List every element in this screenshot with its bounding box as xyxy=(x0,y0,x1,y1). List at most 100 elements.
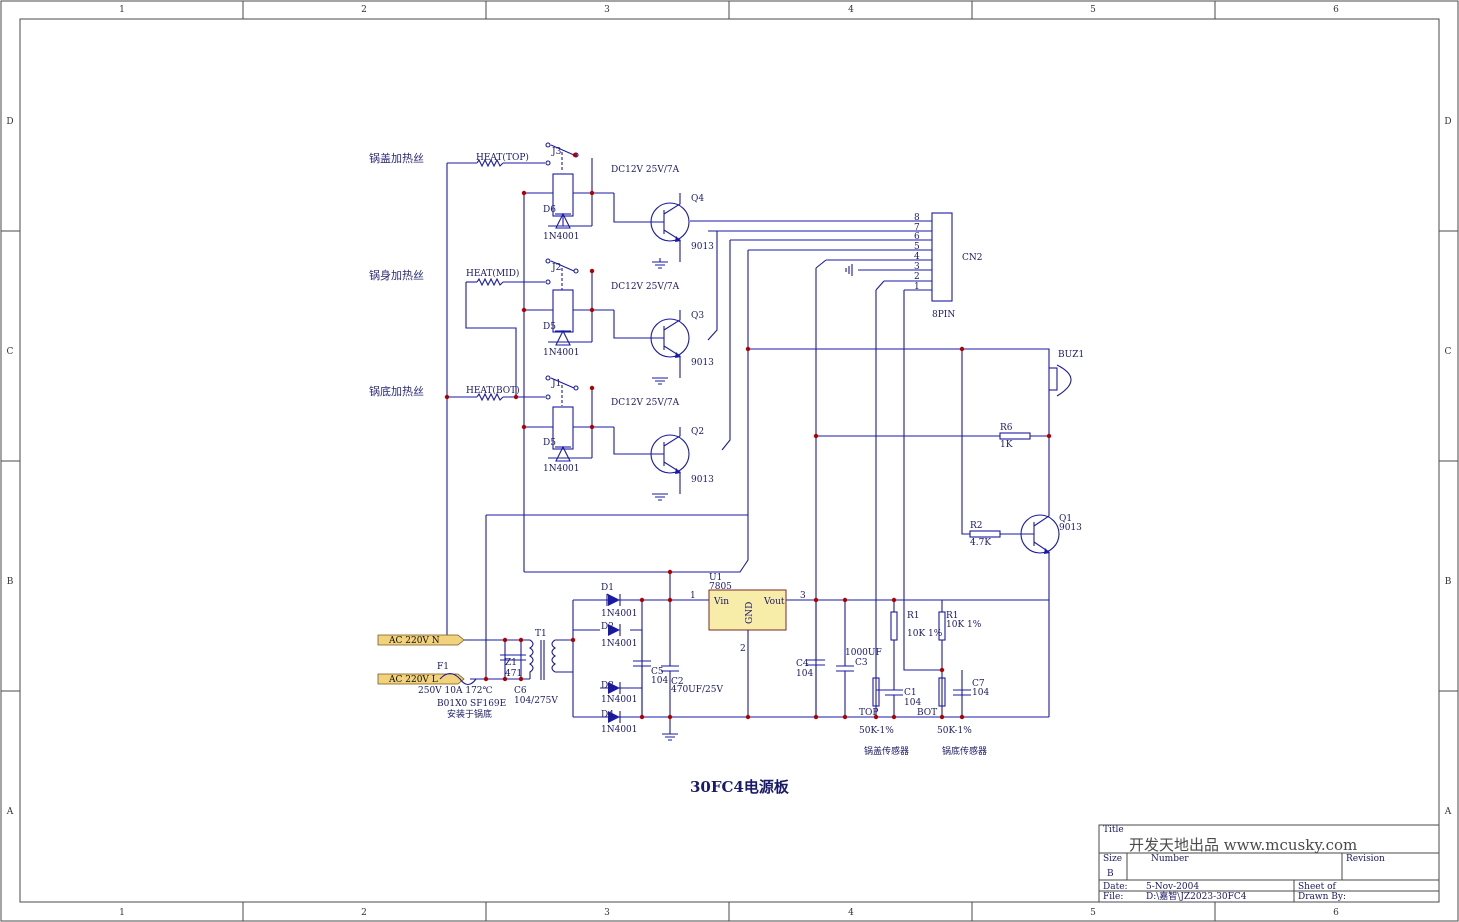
relay-j3-ref: J3 xyxy=(551,147,562,157)
title-block-drawn-label: Drawn By: xyxy=(1298,892,1346,902)
col-label: 4 xyxy=(848,5,854,15)
d1-ref: D1 xyxy=(601,583,614,593)
sensor-bot-value: 50K-1% xyxy=(937,726,972,736)
fuse-note: 安装于锅底 xyxy=(447,708,492,720)
u1-pin3: 3 xyxy=(800,591,806,601)
title-block-file-label: File: xyxy=(1103,892,1123,902)
connector-cn2 xyxy=(524,212,953,717)
diode-d6-ref: D6 xyxy=(543,205,556,215)
c2-value: 470UF/25V xyxy=(671,685,723,695)
t1-ref: T1 xyxy=(535,629,547,639)
row-label: D xyxy=(1444,117,1451,127)
r2-ref: R2 xyxy=(970,521,983,531)
r1a-ref: R1 xyxy=(907,611,920,621)
col-label: 5 xyxy=(1090,5,1096,15)
c5-ref: C5 xyxy=(651,667,664,677)
c7-value: 104 xyxy=(972,688,989,698)
diode-d5a-part: 1N4001 xyxy=(543,348,580,358)
col-label: 3 xyxy=(604,908,610,918)
z1-value: 471 xyxy=(505,669,522,679)
transistor-q4 xyxy=(613,193,690,269)
junction-dots xyxy=(444,152,1052,720)
d1-part: 1N4001 xyxy=(601,609,638,619)
cn2-pin-3: 3 xyxy=(914,262,920,272)
transistor-q2 xyxy=(613,427,690,501)
buzzer-buz1 xyxy=(748,348,1072,436)
column-labels-top: 1 2 3 4 5 6 xyxy=(119,5,1339,15)
diode-d5a-symbol xyxy=(555,329,571,346)
c6-value: 104/275V xyxy=(514,696,558,706)
resistor-r2 xyxy=(961,349,1003,538)
relay-j3-spec: DC12V 25V/7A xyxy=(611,165,680,175)
row-label: A xyxy=(6,807,14,817)
title-block xyxy=(1098,824,1440,903)
sensor-top-value: 50K-1% xyxy=(859,726,894,736)
relay-j2 xyxy=(524,258,614,343)
c2-ref: C2 xyxy=(671,677,684,687)
transistor-q2-part: 9013 xyxy=(691,475,714,485)
title-block-size-label: Size xyxy=(1103,854,1122,864)
c1-ref: C1 xyxy=(904,688,917,698)
title-block-brand: 开发天地出品 www.mcusky.com xyxy=(1129,836,1357,854)
ac-l-label: AC 220V L xyxy=(388,675,438,685)
title-block-number-label: Number xyxy=(1151,854,1189,864)
cn2-type: 8PIN xyxy=(932,310,955,320)
heater-bot-label: 锅底加热丝 xyxy=(369,384,424,398)
heat-bot-resistor xyxy=(476,392,504,402)
row-label: B xyxy=(7,577,14,587)
sensor-top-name: 锅盖传感器 xyxy=(864,745,909,757)
cn2-pin-6: 6 xyxy=(914,232,920,242)
sensor-bot-divider xyxy=(938,600,971,717)
resistor-r6 xyxy=(816,432,1049,440)
transistor-q1 xyxy=(1000,436,1060,717)
col-label: 1 xyxy=(119,908,125,918)
c4-ref: C4 xyxy=(796,659,809,669)
cn2-pin-4: 4 xyxy=(914,252,920,262)
relay-j1-spec: DC12V 25V/7A xyxy=(611,398,680,408)
r6-ref: R6 xyxy=(1000,423,1013,433)
fuse-part: B01X0 SF169E xyxy=(437,699,506,709)
relay-j1 xyxy=(524,375,614,459)
u1-pin1: 1 xyxy=(690,591,696,601)
col-label: 3 xyxy=(604,5,610,15)
capacitor-c3 xyxy=(836,600,854,717)
col-label: 1 xyxy=(119,5,125,15)
title-block-date: 5-Nov-2004 xyxy=(1146,882,1199,892)
diode-d5b-part: 1N4001 xyxy=(543,464,580,474)
board-title: 30FC4电源板 xyxy=(690,778,790,796)
col-label: 4 xyxy=(848,908,854,918)
row-label: B xyxy=(1445,577,1452,587)
transistor-q3-part: 9013 xyxy=(691,358,714,368)
c6-ref: C6 xyxy=(514,686,527,696)
ac-input-wiring xyxy=(461,514,748,680)
d4-part: 1N4001 xyxy=(601,725,638,735)
heat-bot-label: HEAT(BOT) xyxy=(466,385,520,396)
heater-mid-label: 锅身加热丝 xyxy=(369,268,424,282)
u1-gnd: GND xyxy=(745,602,755,624)
cn2-pin-8: 8 xyxy=(914,213,920,223)
title-block-file: D:\嘉智\JZ2023-30FC4 xyxy=(1146,890,1247,902)
r2-value: 4.7K xyxy=(970,538,991,548)
sensor-top-divider xyxy=(872,600,903,717)
transistor-q3-ref: Q3 xyxy=(691,311,704,321)
c3-ref: C3 xyxy=(855,658,868,668)
row-label: D xyxy=(6,117,13,127)
title-block-title-label: Title xyxy=(1103,825,1124,835)
transistor-q1-ref: Q1 xyxy=(1059,514,1072,524)
c1-value: 104 xyxy=(904,698,921,708)
title-block-revision-label: Revision xyxy=(1346,854,1385,864)
z1-ref: Z1 xyxy=(505,658,517,668)
diode-d5a-ref: D5 xyxy=(543,322,556,332)
col-label: 6 xyxy=(1333,5,1339,15)
col-label: 5 xyxy=(1090,908,1096,918)
capacitor-c2 xyxy=(661,572,679,741)
relay-j1-ref: J1 xyxy=(551,379,561,389)
relay-j2-spec: DC12V 25V/7A xyxy=(611,282,680,292)
diode-d6-symbol xyxy=(555,212,571,229)
varistor-z1 xyxy=(500,654,526,661)
buzzer-ref: BUZ1 xyxy=(1058,350,1084,360)
u1-pin2: 2 xyxy=(740,644,746,654)
heater-wiring xyxy=(446,158,545,640)
